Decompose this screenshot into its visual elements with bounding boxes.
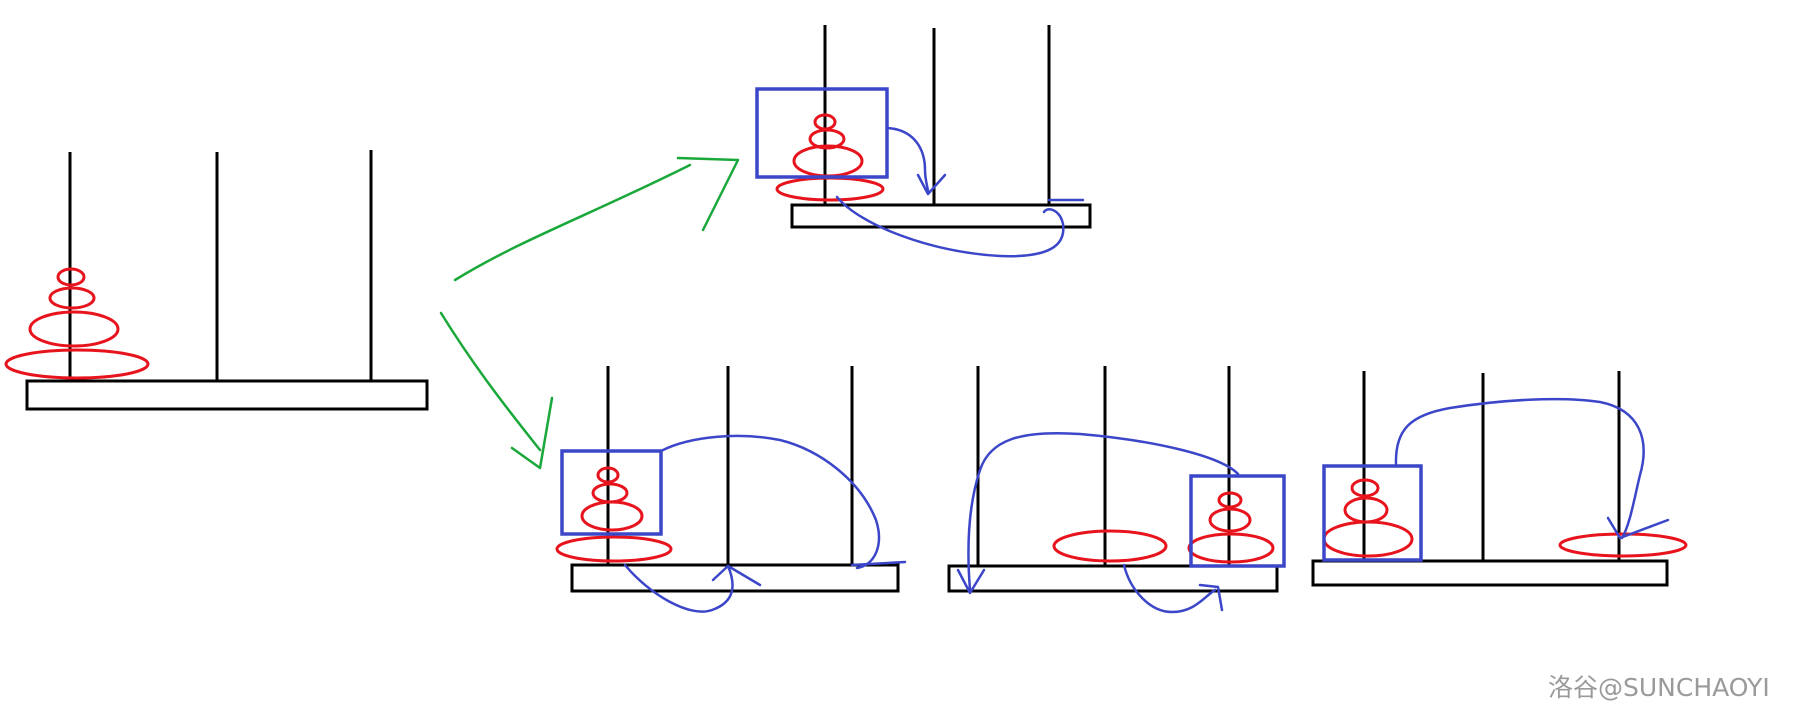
disk-4 [1052,529,1168,563]
disk-2 [1343,496,1389,524]
base-board [790,203,1092,229]
base-board [25,379,429,411]
disk-1 [1217,491,1243,509]
transition-arrow-up-head [676,156,740,232]
panel-step-2 [947,366,1286,614]
panel-top-subproblem [755,25,1092,258]
transition-arrow-down [439,311,542,452]
move-arrows [835,126,1085,258]
move-arrow-c-to-a [967,431,1240,592]
disk-1 [813,113,837,131]
disk-stack [555,466,673,563]
disk-3 [792,144,864,178]
disk-large-on-b [1052,529,1168,563]
disk-3 [1187,532,1275,564]
move-arrow-box-to-c-tick [850,560,907,567]
disk-2 [591,482,629,504]
disk-3 [1322,520,1414,558]
disk-stack-on-c [1187,491,1275,564]
move-arrow-bottom-to-c [835,195,1065,258]
move-arrow-box-to-b-head [916,173,947,196]
move-arrows [1394,397,1670,540]
move-arrow-box-to-c [659,434,881,570]
base-board [1311,559,1669,587]
highlight-box [755,87,889,179]
move-arrows [956,431,1240,614]
transition-arrow-up [453,163,692,282]
disk-stack-on-a [1322,478,1414,558]
move-arrow-b-to-c-head [1198,583,1224,612]
base-board [570,563,900,593]
disk-1 [596,466,620,484]
disk-1 [1350,478,1380,498]
transition-arrows [439,156,740,470]
watermark-text: 洛谷@SUNCHAOYI [1548,673,1770,702]
disk-stack [775,113,885,202]
disk-2 [1208,507,1252,533]
highlight-box [1189,474,1286,568]
move-arrow-box-to-b [886,126,930,194]
move-arrow-c-to-a-head [956,568,986,595]
panel-step-1 [555,366,907,613]
move-arrows [623,434,907,613]
disk-1 [56,267,86,287]
panel-step-3 [1311,371,1688,587]
move-arrow-b-to-c [1122,563,1217,614]
move-arrow-bottom-to-b [623,563,734,613]
move-arrow-a-to-c [1394,397,1645,540]
highlight-box [1322,464,1423,562]
move-arrow-bottom-to-b-head [711,564,762,587]
disk-2 [48,286,96,310]
disk-3 [580,500,644,532]
highlight-box [560,449,663,536]
move-arrow-a-to-c-head [1606,516,1670,540]
disk-4 [4,348,150,380]
disk-stack [4,267,150,380]
transition-arrow-down-head [510,396,554,470]
disk-3 [28,310,120,348]
panel-initial-state [4,150,429,411]
disk-4 [775,176,885,202]
disk-4 [555,535,673,563]
base-board [947,564,1279,593]
